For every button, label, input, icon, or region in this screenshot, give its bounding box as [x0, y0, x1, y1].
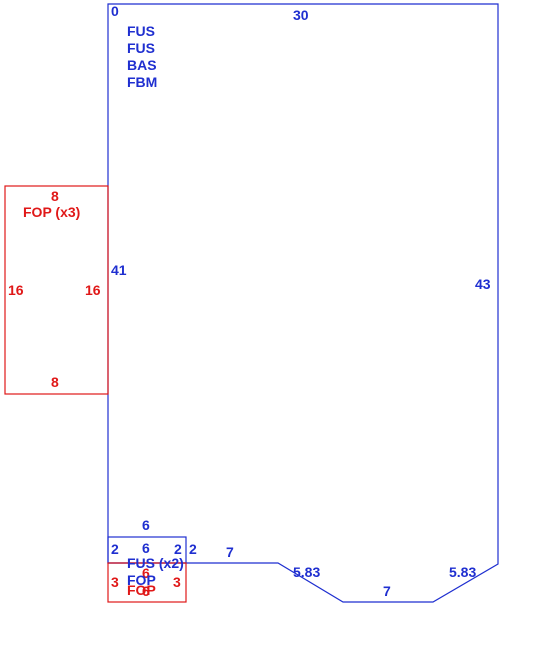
small-blue-left-dimension: 2 [111, 541, 119, 557]
small-red-box-outline [107, 562, 187, 603]
side-box-top-dimension: 8 [51, 188, 59, 204]
small-red-right-dimension: 3 [173, 574, 181, 590]
chamfer-right-dimension: 5.83 [449, 564, 476, 580]
small-red-box-label: FOP [127, 582, 156, 598]
side-box-right-dimension: 16 [85, 282, 101, 298]
small-red-bottom-dimension: 6 [142, 583, 150, 599]
side-box-label: FOP (x3) [23, 204, 80, 220]
small-blue-top-dimension: 6 [142, 517, 150, 533]
small-red-box-label: FOP [127, 572, 156, 588]
area-code: FBM [127, 74, 157, 90]
area-code: FUS [127, 23, 155, 39]
bottom-dimension: 7 [383, 583, 391, 599]
chamfer-left-dimension: 5.83 [293, 564, 320, 580]
right-dimension: 43 [475, 276, 491, 292]
bottom-step-dimension: 7 [226, 544, 234, 560]
small-blue-outside-dimension: 2 [189, 541, 197, 557]
main-area-outline [107, 3, 499, 603]
small-red-left-dimension: 3 [111, 574, 119, 590]
small-blue-bottom-dimension: 6 [142, 540, 150, 556]
side-box-outline [4, 185, 109, 395]
small-blue-box-label: FUS (x2) [127, 555, 184, 571]
side-box-left-dimension: 16 [8, 282, 24, 298]
area-code: BAS [127, 57, 157, 73]
small-red-top-dimension: 6 [142, 565, 150, 581]
small-blue-right-dimension: 2 [174, 541, 182, 557]
side-box-bottom-dimension: 8 [51, 374, 59, 390]
top-left-dimension: 0 [111, 3, 119, 19]
top-dimension: 30 [293, 7, 309, 23]
area-code: FUS [127, 40, 155, 56]
left-dimension: 41 [111, 262, 127, 278]
